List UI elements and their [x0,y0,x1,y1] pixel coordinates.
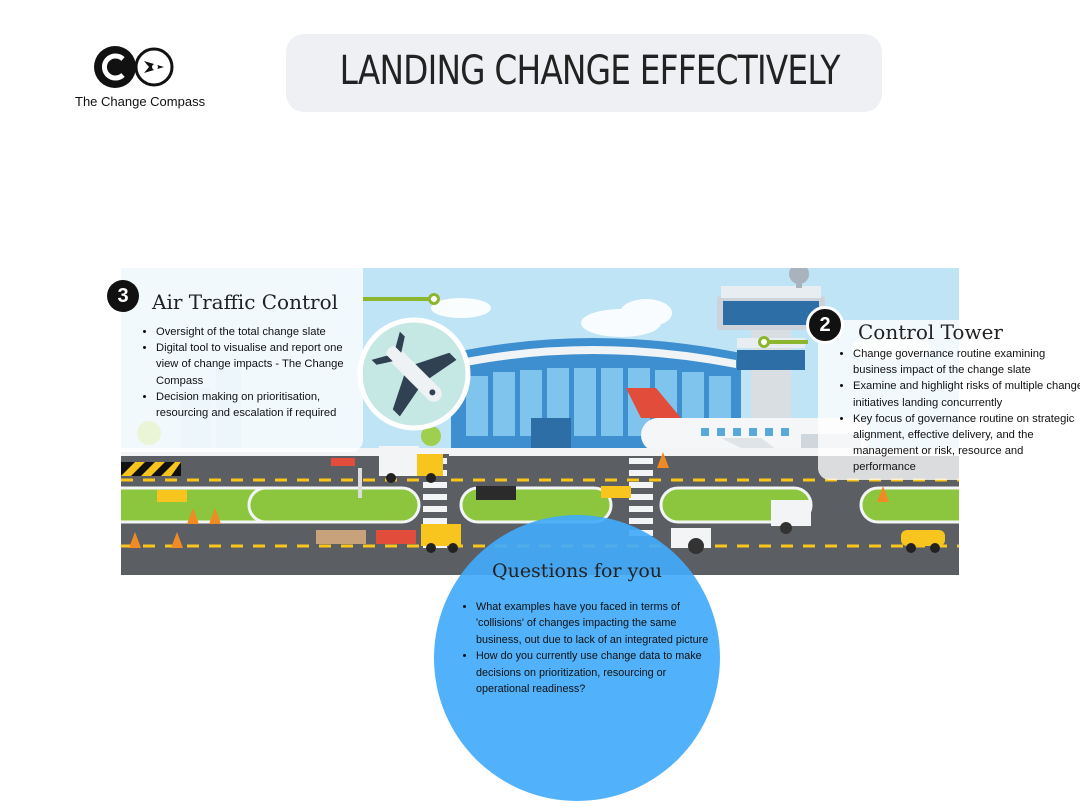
air-traffic-control-panel: 3 Air Traffic Control Oversight of the t… [107,268,363,452]
atc-connector-dot [428,293,440,305]
list-item: Digital tool to visualise and report one… [156,340,356,389]
airplane-icon [357,317,471,431]
list-item: What examples have you faced in terms of… [476,599,716,648]
step-3-badge: 3 [107,280,139,312]
list-item: How do you currently use change data to … [476,648,716,697]
list-item: Examine and highlight risks of multiple … [853,378,1080,410]
list-item: Change governance routine examining busi… [853,346,1080,378]
brand-logo: The Change Compass [70,42,220,112]
control-tower-connector-line [768,340,808,344]
questions-circle: Questions for you What examples have you… [434,515,720,801]
list-item: Decision making on prioritisation, resou… [156,389,356,421]
list-item: Oversight of the total change slate [156,324,356,340]
logo-text: The Change Compass [75,94,206,109]
questions-bullets: What examples have you faced in terms of… [460,599,716,697]
change-compass-logo-icon [94,46,174,88]
control-tower-panel: Control Tower Change governance routine … [818,320,1080,480]
page-title: LANDING CHANGE EFFECTIVELY [339,48,841,94]
control-tower-title: Control Tower [858,320,1003,344]
control-tower-bullets: Change governance routine examining busi… [835,346,1080,476]
questions-title: Questions for you [492,560,662,582]
step-2-badge: 2 [806,306,844,344]
list-item: Key focus of governance routine on strat… [853,411,1080,476]
atc-connector-line [363,297,431,301]
control-tower-connector-dot [758,336,770,348]
air-traffic-control-title: Air Traffic Control [152,290,339,314]
title-banner: LANDING CHANGE EFFECTIVELY [286,34,882,112]
air-traffic-control-bullets: Oversight of the total change slate Digi… [138,324,356,421]
